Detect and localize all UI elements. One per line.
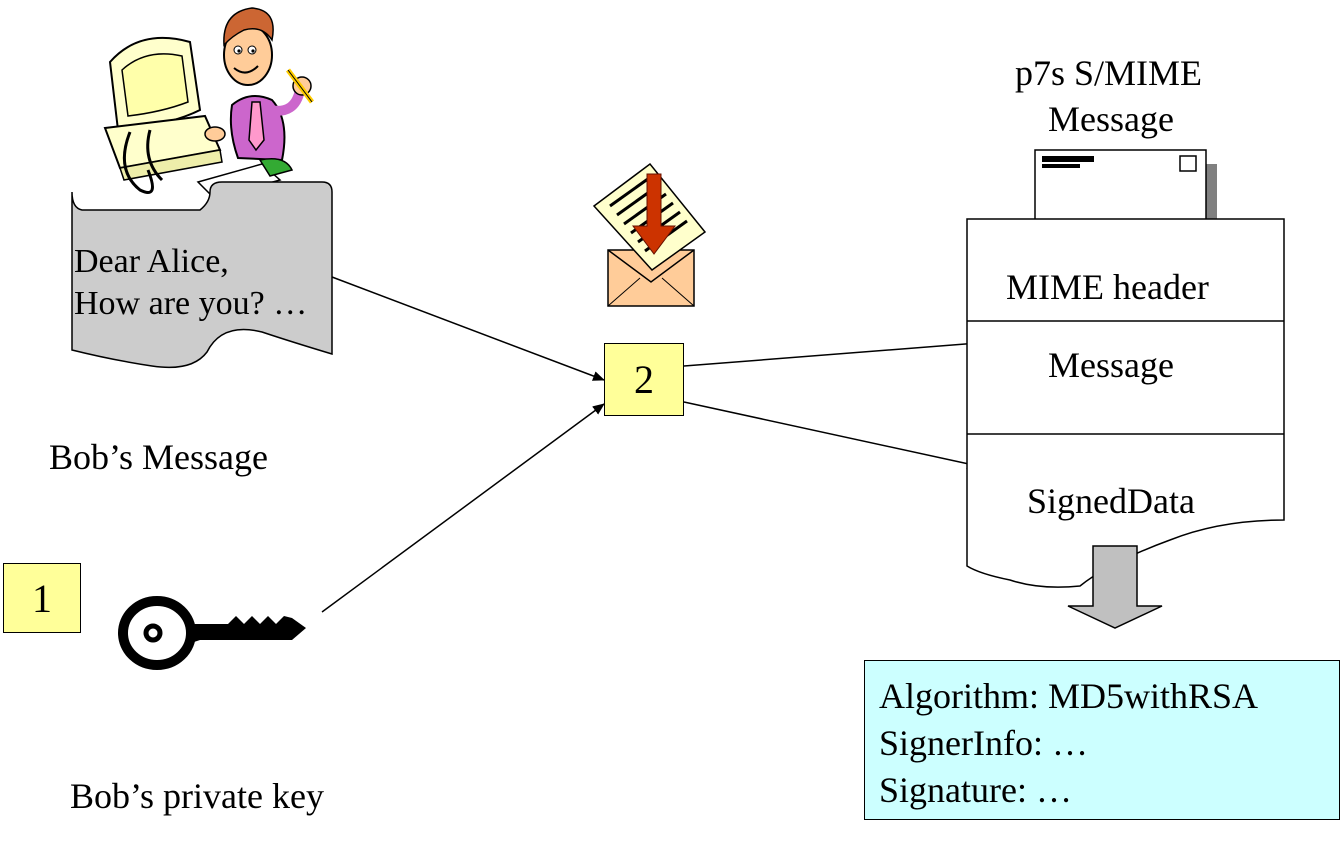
message-document xyxy=(71,181,333,369)
signed-info-box: Algorithm: MD5withRSA SignerInfo: … Sign… xyxy=(864,660,1340,820)
smime-section-message: Message xyxy=(1048,345,1174,385)
signed-info-signature: Signature: … xyxy=(879,770,1072,810)
signed-info-algorithm: Algorithm: MD5withRSA xyxy=(879,676,1259,716)
smime-document xyxy=(966,218,1285,588)
step-2-box: 2 xyxy=(604,343,684,416)
smime-section-mime-header: MIME header xyxy=(1006,267,1209,307)
step-1-label: 1 xyxy=(32,575,52,621)
arrow-message-to-step2 xyxy=(331,276,605,381)
smime-section-signeddata: SignedData xyxy=(1027,481,1195,521)
arrow-step2-to-signeddata xyxy=(683,401,979,469)
signed-info-signerinfo: SignerInfo: … xyxy=(879,723,1088,763)
key-caption: Bob’s private key xyxy=(70,776,324,816)
smime-title-line-1: p7s S/MIME xyxy=(1015,53,1203,93)
arrow-key-to-step2 xyxy=(321,403,605,613)
message-line-2: How are you? … xyxy=(74,285,308,322)
arrow-step2-to-message xyxy=(683,338,979,367)
person-at-computer-icon xyxy=(103,7,314,199)
step-1-box: 1 xyxy=(3,563,81,633)
mail-envelope-icon xyxy=(1034,149,1217,221)
smime-title-line-2: Message xyxy=(1048,99,1174,139)
message-line-1: Dear Alice, xyxy=(74,243,229,280)
step-2-label: 2 xyxy=(634,357,654,402)
message-caption: Bob’s Message xyxy=(49,437,268,477)
signed-envelope-icon xyxy=(592,162,707,307)
expand-down-arrow xyxy=(1067,545,1163,629)
private-key-icon xyxy=(118,596,306,670)
